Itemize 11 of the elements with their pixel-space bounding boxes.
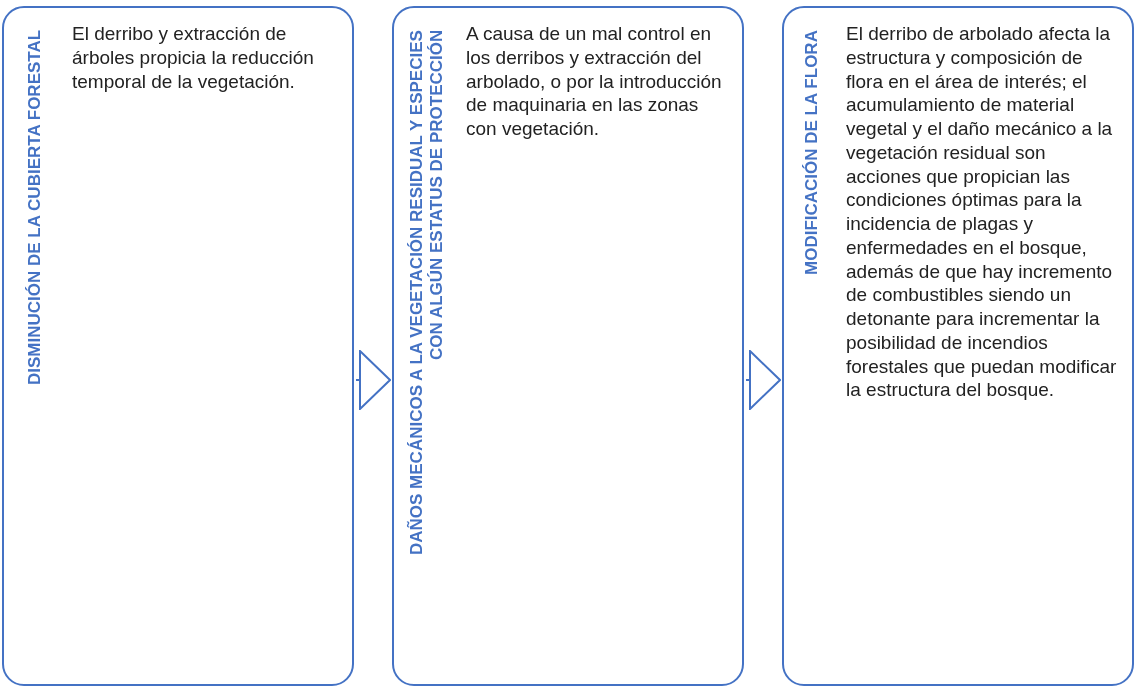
panel-heading: DAÑOS MECÁNICOS A LA VEGETACIÓN RESIDUAL Y ESPECIES CON ALGÚN ESTATUS DE PROTECCIÓN	[406, 30, 447, 557]
arrow	[355, 350, 391, 410]
panel-text: El derribo y extracción de árboles propicia la reducción temporal de la vegetación.	[72, 22, 315, 94]
panel-heading: MODIFICACIÓN DE LA FLORA	[801, 30, 822, 277]
arrow	[745, 350, 781, 410]
panel-heading: DISMINUCIÓN DE LA CUBIERTA FORESTAL	[24, 30, 45, 388]
panel-text: A causa de un mal control en los derribos y extracción del arbolado, o por la introducción de maquinaria en las zonas con vegetación.	[466, 22, 723, 141]
panel-card	[392, 6, 744, 686]
panel-card	[782, 6, 1134, 686]
panel-text: El derribo de arbolado afecta la estructura y composición de flora en el área de interés; el acumulamiento de material vegetal y el daño mecánico a la vegetación residual son acciones que propician las condiciones óptimas para la incidencia de plagas y enfermedades en el bosque, además de que hay incremento de combustibles siendo un detonante para incrementar la posibilidad de incendios forestales que puedan modificar la estructura del bosque.	[846, 22, 1118, 402]
panel-card	[2, 6, 354, 686]
